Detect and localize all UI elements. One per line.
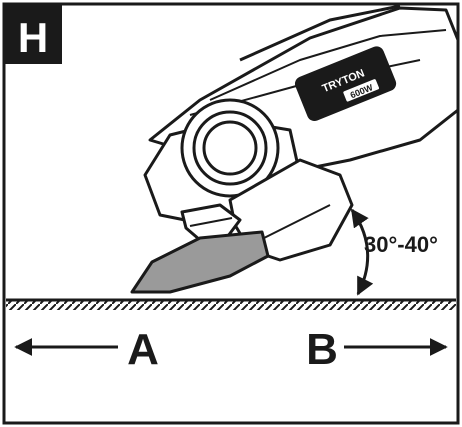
brand-plate: TRYTON 600W [294,46,397,122]
direction-a-label: A [127,325,159,374]
direction-b-label: B [306,325,338,374]
cutting-disc [130,230,270,294]
direction-a: A [14,325,159,374]
direction-b: B [306,325,448,374]
work-surface [6,298,456,310]
badge-letter: H [18,14,48,61]
section-badge: H [4,4,62,64]
angle-grinder-icon: TRYTON 600W [143,4,460,262]
angle-label: 30°-40° [364,232,438,257]
angle-indicator: 30°-40° [350,208,438,296]
